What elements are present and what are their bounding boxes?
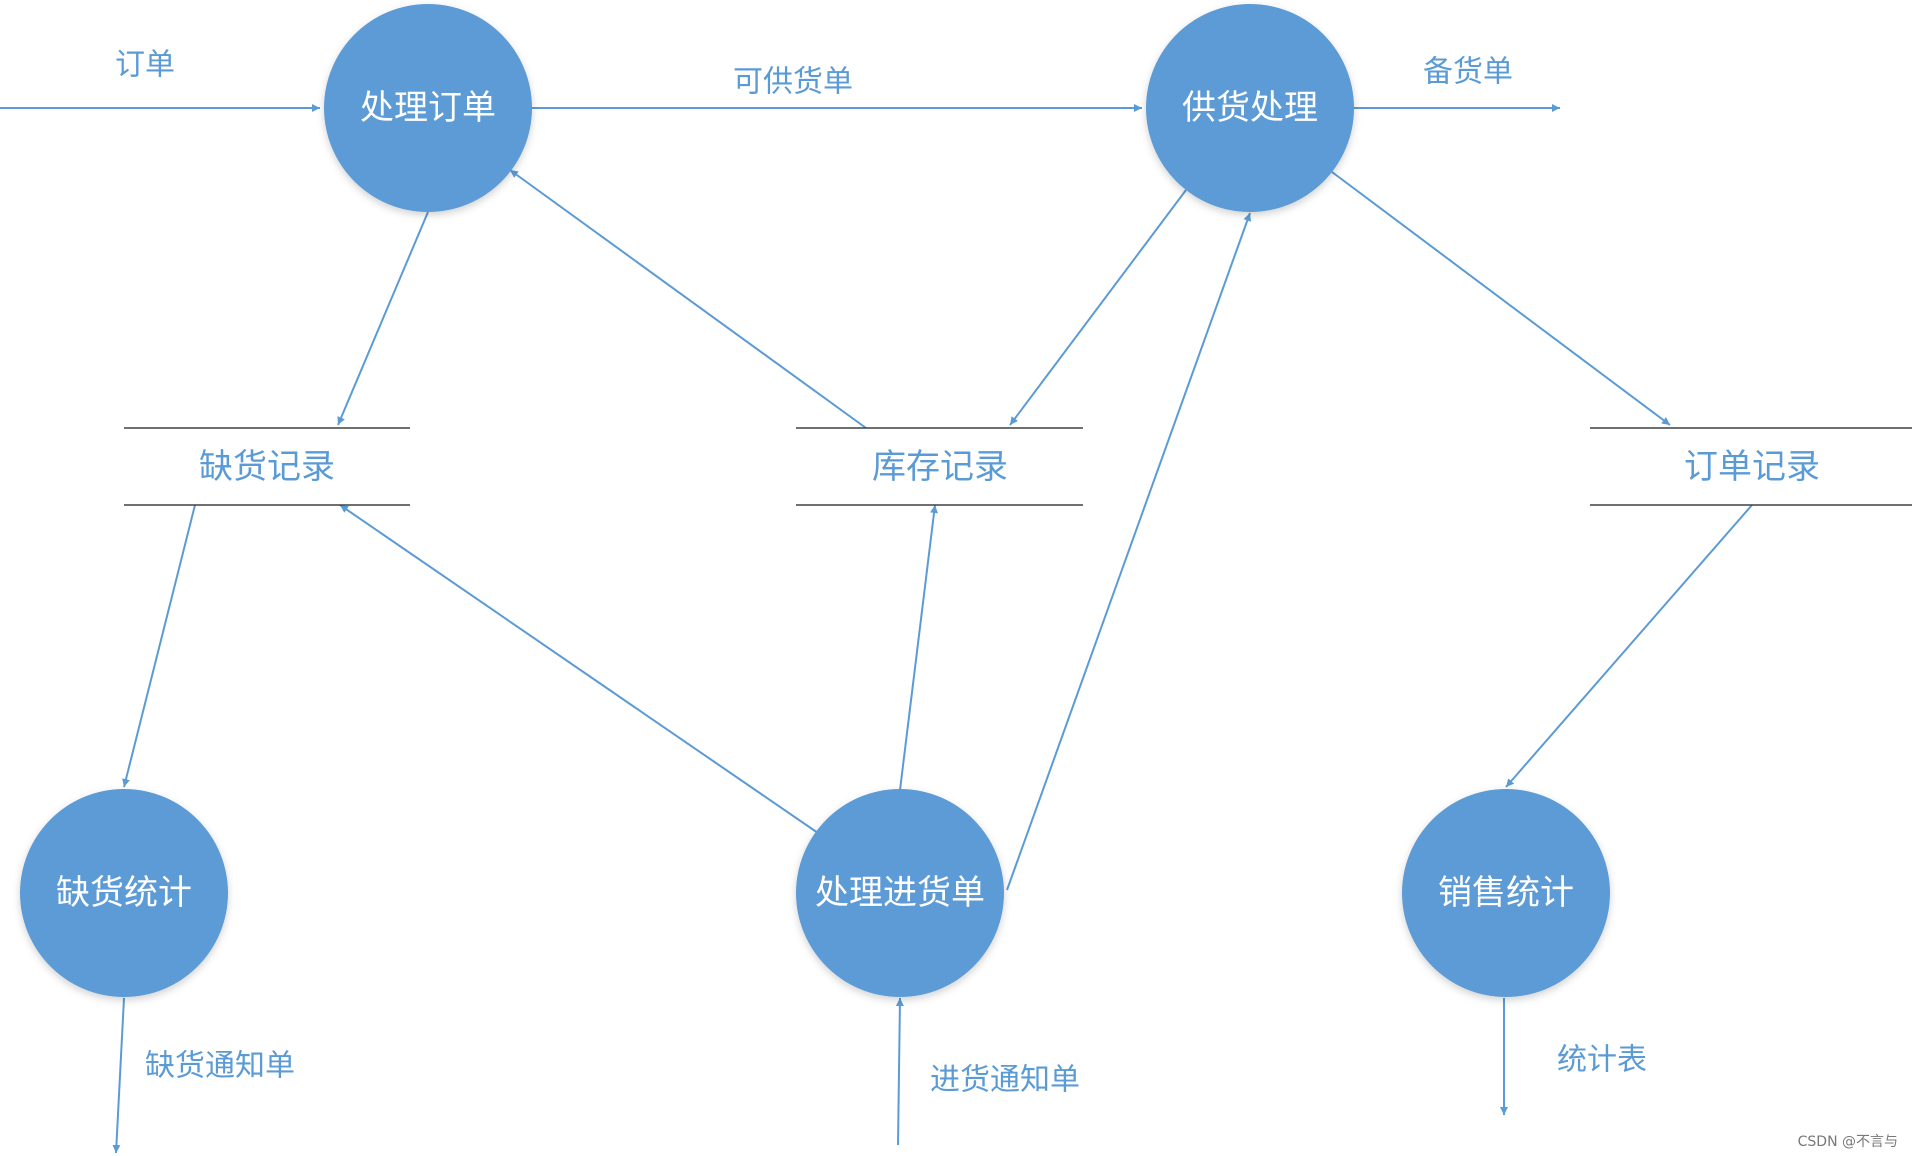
process-label-sales-stats: 销售统计 <box>1438 873 1574 913</box>
flow-label-shortage-notice: 缺货通知单 <box>145 1049 295 1084</box>
flow-label-available-supply: 可供货单 <box>733 65 853 100</box>
processes <box>20 4 1610 997</box>
store-label-shortage-record: 缺货记录 <box>199 447 335 487</box>
watermark: CSDN @不言与 <box>1798 1134 1898 1150</box>
process-label-handle-order: 处理订单 <box>360 88 496 128</box>
arrow-purchase-notice-in <box>895 997 904 1146</box>
arrow-purchase-to-supply <box>1006 212 1252 891</box>
process-label-supply: 供货处理 <box>1182 88 1318 128</box>
store-order-record <box>1590 427 1912 506</box>
process-label-handle-purchase: 处理进货单 <box>815 873 985 913</box>
store-inventory-record <box>796 427 1083 506</box>
store-shortage-record <box>124 427 410 506</box>
process-supply <box>1146 4 1354 212</box>
store-label-order-record: 订单记录 <box>1684 447 1820 487</box>
flow-label-stats-table: 统计表 <box>1557 1043 1647 1078</box>
arrow-supply-to-order-record <box>1331 171 1671 426</box>
process-label-shortage-stats: 缺货统计 <box>56 873 192 913</box>
process-sales-stats <box>1402 789 1610 997</box>
arrow-shortage-notice-out <box>112 997 125 1154</box>
process-handle-purchase <box>796 789 1004 997</box>
data-stores <box>124 427 1912 506</box>
flow-label-order: 订单 <box>115 48 175 83</box>
process-handle-order <box>324 4 532 212</box>
arrow-order-record-to-sales <box>1505 504 1753 788</box>
arrow-inventory-to-order <box>509 169 867 429</box>
flow-label-purchase-notice: 进货通知单 <box>930 1063 1080 1098</box>
flow-arrows <box>0 104 1753 1154</box>
arrow-supply-to-inventory <box>1009 189 1187 426</box>
flow-label-stock-prep: 备货单 <box>1423 55 1513 90</box>
process-shortage-stats <box>20 789 228 997</box>
arrow-purchase-to-inventory <box>899 504 938 791</box>
store-label-inventory-record: 库存记录 <box>872 447 1008 487</box>
arrow-order-to-shortage-record <box>337 211 429 426</box>
arrow-shortage-record-to-stats <box>122 504 196 788</box>
arrow-purchase-to-shortage-record <box>339 504 819 834</box>
